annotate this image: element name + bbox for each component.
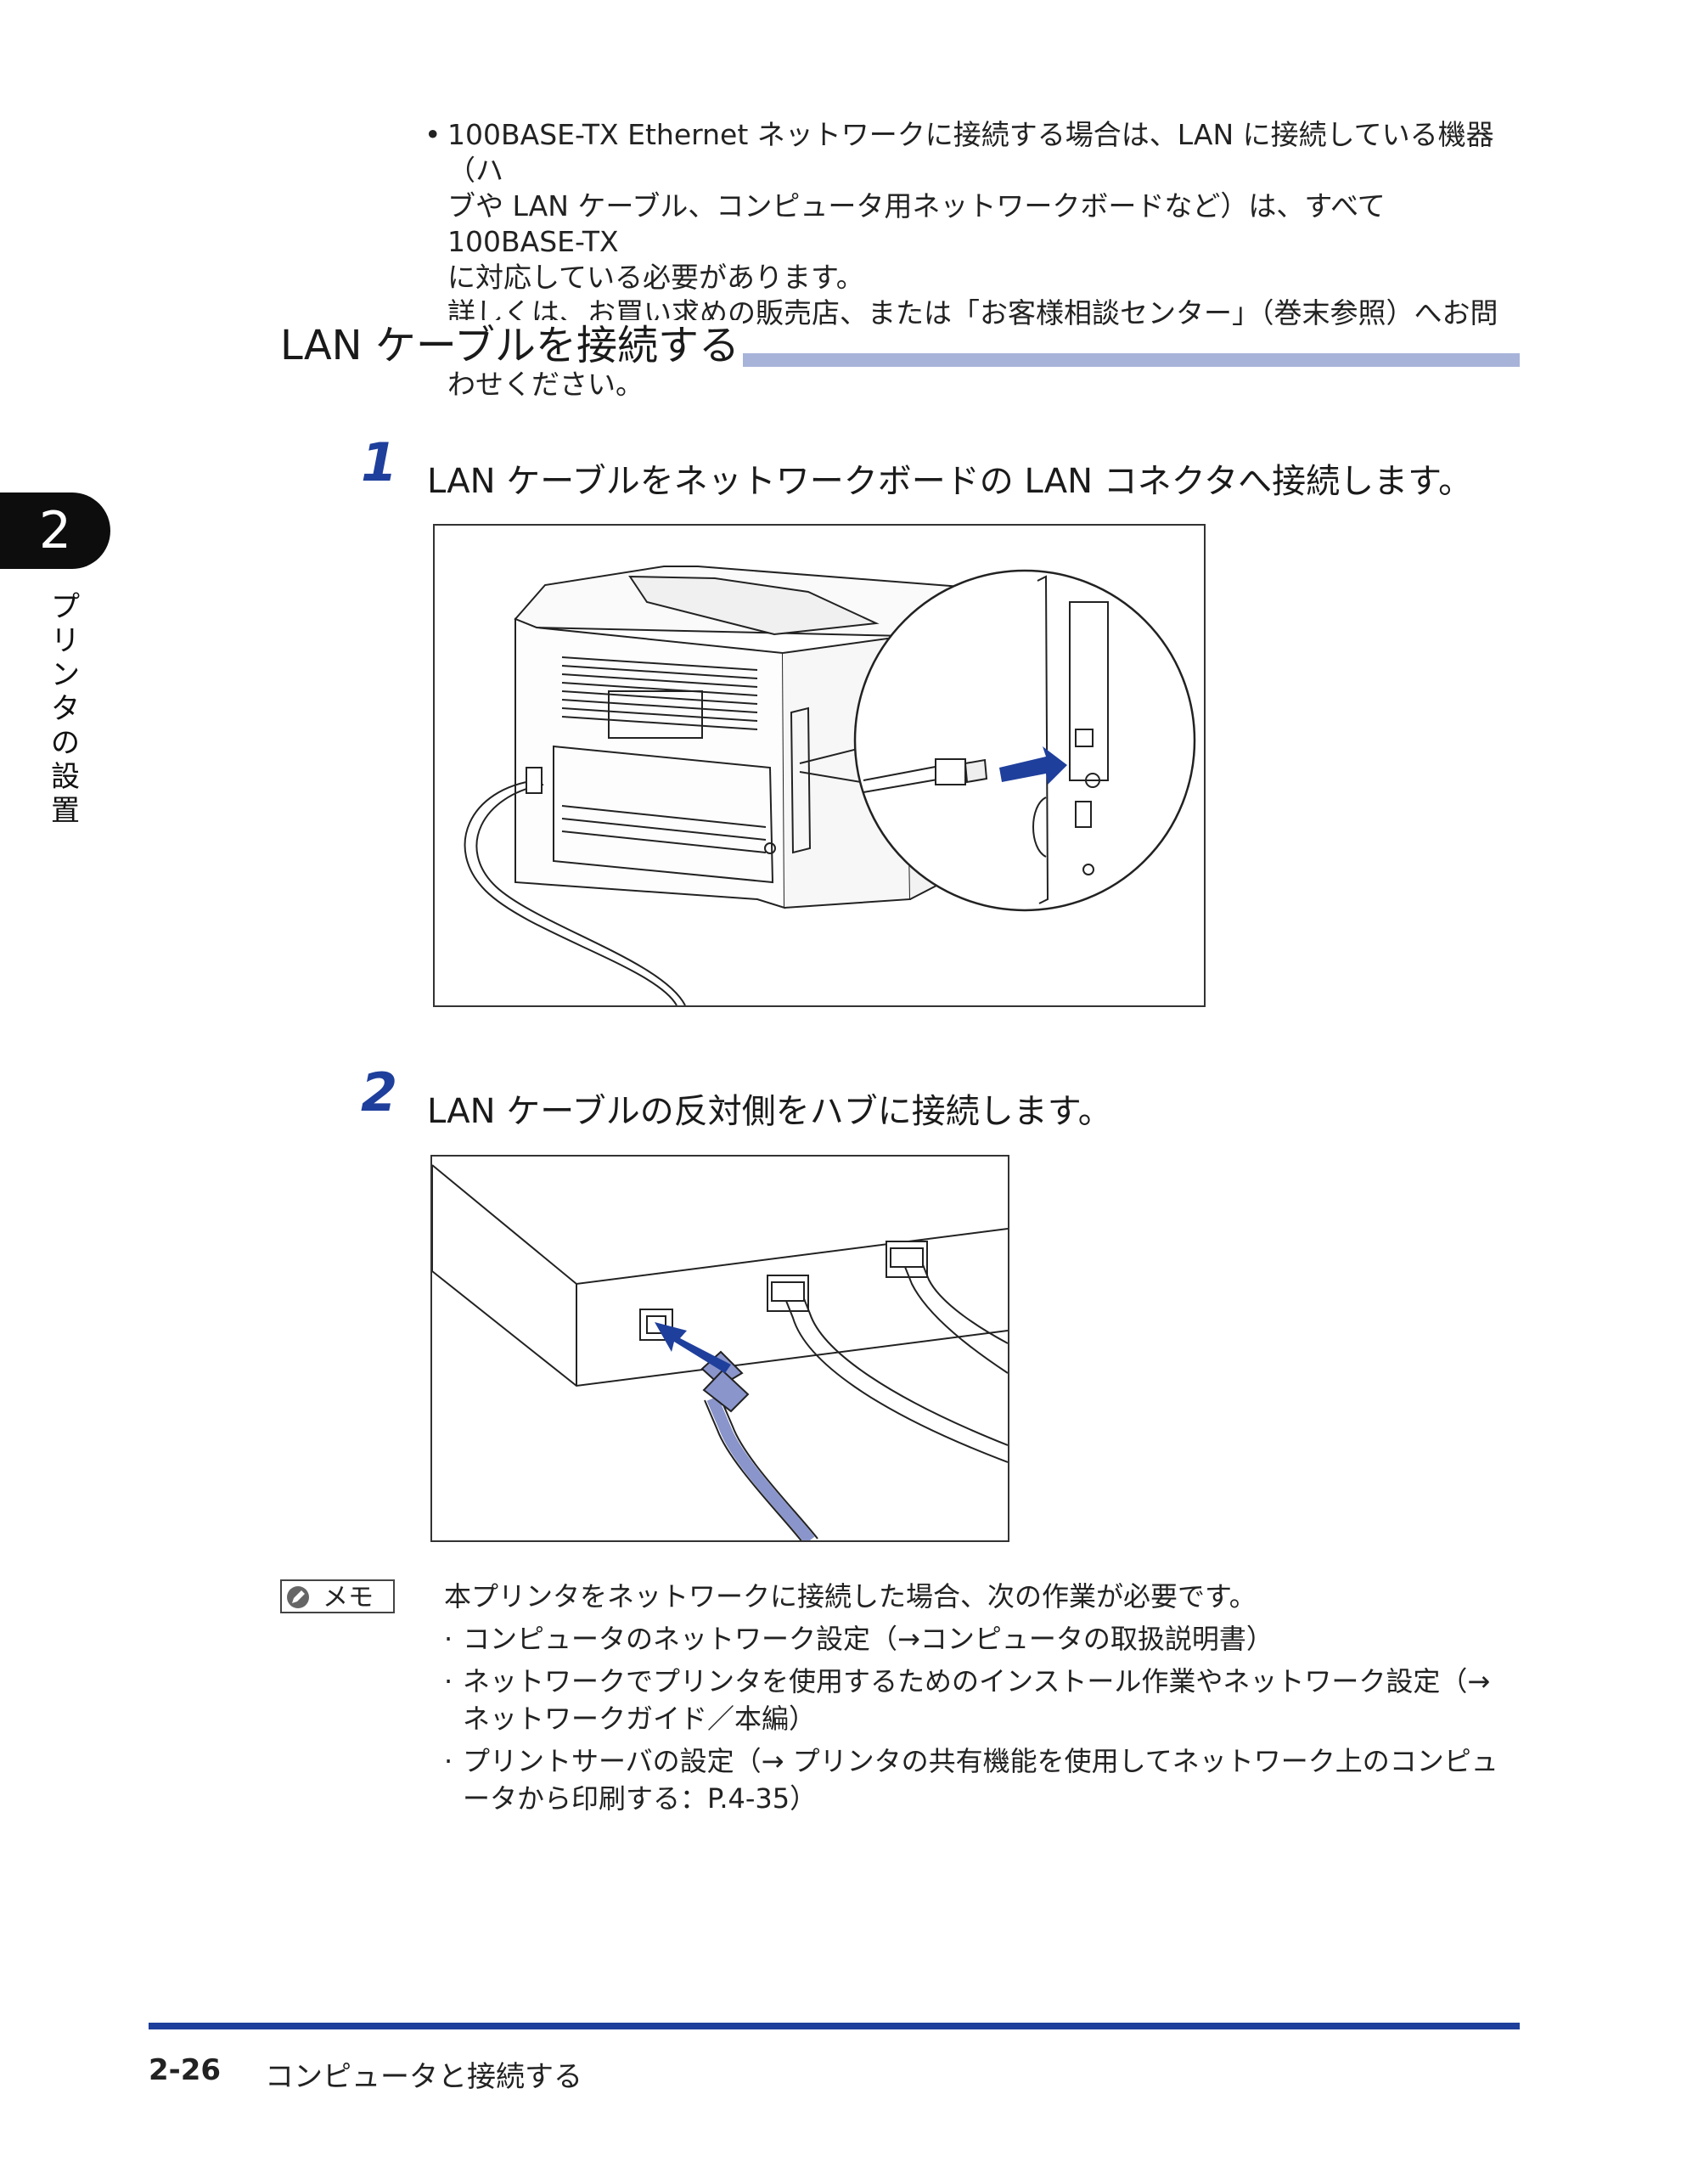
- chapter-title: プリンタの設置: [51, 590, 80, 828]
- lan-connector-callout: [853, 569, 1196, 912]
- memo-badge: メモ: [280, 1579, 395, 1613]
- memo-item-dot: ·: [444, 1745, 453, 1777]
- page-number: 2-26: [149, 2053, 222, 2087]
- step-number-2: 2: [361, 1061, 398, 1123]
- memo-body: 本プリンタをネットワークに接続した場合、次の作業が必要です。 · コンピュータの…: [444, 1578, 1522, 1817]
- notice-line: わせください。: [447, 368, 644, 401]
- memo-item: · プリントサーバの設定（→ プリンタの共有機能を使用してネットワーク上のコンピ…: [444, 1742, 1522, 1817]
- section-title: LAN ケーブルを接続する: [280, 320, 743, 371]
- memo-item: · ネットワークでプリンタを使用するためのインストール作業やネットワーク設定（→…: [444, 1663, 1522, 1737]
- printer-lan-figure: [433, 524, 1206, 1007]
- memo-item-dot: ·: [444, 1665, 453, 1697]
- memo-item-dot: ·: [444, 1623, 453, 1655]
- notice-line: 100BASE-TX Ethernet ネットワークに接続する場合は、LAN に…: [447, 118, 1494, 187]
- notice-bullet: •: [424, 118, 441, 151]
- memo-item-text: プリントサーバの設定（→ プリンタの共有機能を使用してネットワーク上のコンピュー…: [463, 1745, 1498, 1815]
- chapter-number: 2: [38, 501, 72, 560]
- pencil-icon: [287, 1586, 309, 1608]
- chapter-tab: [0, 493, 110, 569]
- notice-line: に対応している必要があります。: [447, 261, 864, 294]
- notice-line: ブや LAN ケーブル、コンピュータ用ネットワークボードなど）は、すべて 100…: [447, 189, 1386, 258]
- hub-figure: [430, 1155, 1009, 1545]
- hub-illustration: [431, 1164, 1009, 1545]
- footer-section-title: コンピュータと接続する: [265, 2060, 582, 2094]
- memo-item-text: ネットワークでプリンタを使用するためのインストール作業やネットワーク設定（→ ネ…: [463, 1665, 1491, 1735]
- step-text-1: LAN ケーブルをネットワークボードの LAN コネクタへ接続します。: [427, 462, 1473, 501]
- memo-label: メモ: [323, 1583, 374, 1613]
- step-number-1: 1: [361, 431, 398, 493]
- memo-item-text: コンピュータのネットワーク設定（→コンピュータの取扱説明書）: [463, 1623, 1274, 1655]
- memo-intro: 本プリンタをネットワークに接続した場合、次の作業が必要です。: [444, 1580, 1257, 1613]
- chapter-title-vertical: プリンタの設置: [44, 590, 87, 828]
- printer-illustration: [464, 566, 1196, 1006]
- memo-item: · コンピュータのネットワーク設定（→コンピュータの取扱説明書）: [444, 1620, 1522, 1658]
- footer-rule: [149, 2023, 1520, 2029]
- step-text-2: LAN ケーブルの反対側をハブに接続します。: [427, 1092, 1112, 1131]
